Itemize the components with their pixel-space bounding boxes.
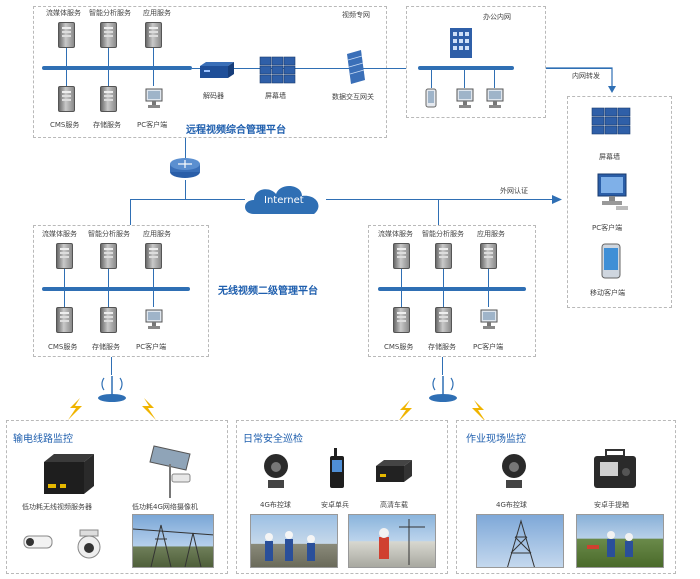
server-icon bbox=[145, 22, 162, 48]
safety-photo-inspection bbox=[348, 514, 436, 568]
second-right-bus bbox=[378, 287, 526, 291]
pc-icon bbox=[456, 88, 474, 108]
second-platform-title: 无线视频二级管理平台 bbox=[218, 286, 318, 297]
server-icon bbox=[100, 22, 117, 48]
dome-camera-icon bbox=[77, 529, 101, 559]
server-icon bbox=[435, 243, 452, 269]
internal-forward-arrow bbox=[546, 67, 616, 93]
router-icon bbox=[170, 158, 200, 178]
client-pc-label: PC客户端 bbox=[592, 224, 623, 232]
server-icon bbox=[58, 22, 75, 48]
server-icon bbox=[435, 307, 452, 333]
safety-item-3: 高清车载 bbox=[380, 501, 408, 509]
server-icon bbox=[145, 243, 162, 269]
second-left-server-label-2: 智能分析服务 bbox=[88, 230, 130, 238]
mobile-icon bbox=[601, 243, 621, 279]
screen-wall-label: 屏幕墙 bbox=[265, 92, 286, 100]
top-server-label-1: 流媒体服务 bbox=[46, 9, 81, 17]
client-screen-wall-label: 屏幕墙 bbox=[599, 153, 620, 161]
internal-forward-label: 内网转发 bbox=[572, 72, 600, 80]
power-line-item-1: 低功耗无线视频服务器 bbox=[22, 503, 92, 511]
pc-icon bbox=[486, 88, 504, 108]
worksite-photo-tower bbox=[476, 514, 564, 568]
safety-photo-workers bbox=[250, 514, 338, 568]
server-icon bbox=[56, 307, 73, 333]
second-right-bottom-label-3: PC客户端 bbox=[473, 343, 504, 351]
screen-wall-icon bbox=[591, 107, 631, 135]
external-auth-label: 外网认证 bbox=[500, 187, 528, 195]
phone-icon bbox=[330, 448, 344, 488]
server-icon bbox=[100, 307, 117, 333]
server-icon bbox=[56, 243, 73, 269]
solar-camera-icon bbox=[149, 445, 191, 498]
server-icon bbox=[100, 243, 117, 269]
safety-item-1: 4G布控球 bbox=[260, 501, 291, 509]
second-left-server-label-3: 应用服务 bbox=[143, 230, 171, 238]
server-icon bbox=[100, 86, 117, 112]
video-network-label: 视频专网 bbox=[342, 11, 370, 19]
server-icon bbox=[393, 243, 410, 269]
building-icon bbox=[450, 28, 472, 58]
client-mobile-label: 移动客户端 bbox=[590, 289, 625, 297]
pc-icon bbox=[145, 88, 163, 108]
mobile-icon bbox=[425, 88, 437, 108]
cloud-icon bbox=[245, 185, 319, 214]
gateway-label: 数据交互网关 bbox=[332, 93, 374, 101]
dome-camera-icon bbox=[502, 454, 526, 488]
server-icon bbox=[58, 86, 75, 112]
lightning-icon bbox=[142, 398, 156, 420]
top-bottom-label-3: PC客户端 bbox=[137, 121, 168, 129]
external-auth-arrow bbox=[552, 195, 562, 204]
top-server-label-2: 智能分析服务 bbox=[89, 9, 131, 17]
dvr-icon bbox=[44, 454, 94, 494]
camera-icon bbox=[23, 535, 53, 549]
screen-wall-icon bbox=[259, 56, 296, 84]
top-server-label-3: 应用服务 bbox=[143, 9, 171, 17]
worksite-item-1: 4G布控球 bbox=[496, 501, 527, 509]
zone-power-line-title: 输电线路监控 bbox=[13, 434, 73, 445]
antenna-icon bbox=[429, 376, 457, 402]
second-right-server-label-2: 智能分析服务 bbox=[422, 230, 464, 238]
worksite-item-2: 安卓手提箱 bbox=[594, 501, 629, 509]
second-right-server-label-3: 应用服务 bbox=[477, 230, 505, 238]
second-left-bottom-label-1: CMS服务 bbox=[48, 343, 78, 351]
lightning-icon bbox=[398, 400, 412, 422]
decoder-icon bbox=[200, 62, 234, 78]
office-network-bus bbox=[418, 66, 514, 70]
safety-item-2: 安卓单兵 bbox=[321, 501, 349, 509]
second-right-server-label-1: 流媒体服务 bbox=[378, 230, 413, 238]
server-icon bbox=[393, 307, 410, 333]
dvr-icon bbox=[376, 460, 412, 482]
second-right-bottom-label-1: CMS服务 bbox=[384, 343, 414, 351]
internet-label: Internet bbox=[264, 195, 304, 206]
second-left-server-label-1: 流媒体服务 bbox=[42, 230, 77, 238]
second-left-bottom-label-3: PC客户端 bbox=[136, 343, 167, 351]
second-left-bottom-label-2: 存储服务 bbox=[92, 343, 120, 351]
top-platform-title: 远程视频综合管理平台 bbox=[186, 125, 286, 136]
top-bottom-label-1: CMS服务 bbox=[50, 121, 80, 129]
lightning-icon bbox=[472, 400, 486, 422]
zone-safety-title: 日常安全巡检 bbox=[243, 434, 303, 445]
office-network-label: 办公内网 bbox=[483, 13, 511, 21]
suitcase-icon bbox=[594, 449, 636, 488]
lightning-icon bbox=[68, 398, 82, 420]
top-bottom-label-2: 存储服务 bbox=[93, 121, 121, 129]
antenna-icon bbox=[98, 376, 126, 402]
zone-worksite-title: 作业现场监控 bbox=[466, 434, 526, 445]
dome-camera-icon bbox=[264, 454, 288, 488]
decoder-label: 解码器 bbox=[203, 92, 224, 100]
pc-icon bbox=[480, 309, 498, 329]
firewall-icon bbox=[347, 50, 365, 84]
second-right-bottom-label-2: 存储服务 bbox=[428, 343, 456, 351]
power-line-item-2: 低功耗4G网络摄像机 bbox=[132, 503, 198, 511]
server-icon bbox=[480, 243, 497, 269]
power-tower-photo bbox=[132, 514, 214, 568]
pc-icon bbox=[597, 173, 628, 210]
worksite-photo-field bbox=[576, 514, 664, 568]
pc-icon bbox=[145, 309, 163, 329]
second-left-bus bbox=[42, 287, 190, 291]
top-network-bus bbox=[42, 66, 192, 70]
